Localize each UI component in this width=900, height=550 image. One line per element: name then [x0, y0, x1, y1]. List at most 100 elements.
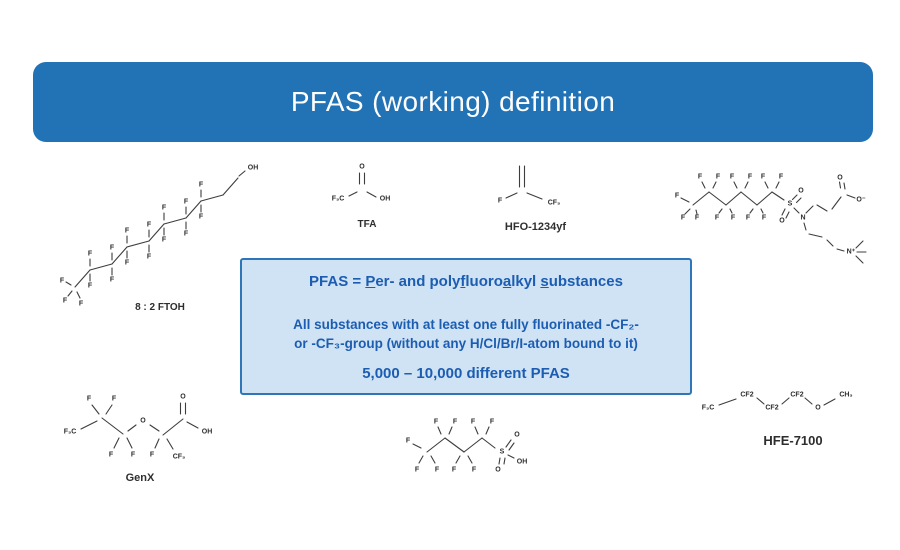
svg-text:O: O [837, 175, 843, 182]
svg-text:F: F [125, 260, 130, 267]
svg-text:OH: OH [517, 459, 528, 466]
svg-text:F: F [131, 452, 136, 459]
svg-text:O: O [779, 218, 785, 225]
svg-text:F: F [748, 174, 753, 181]
svg-text:F: F [150, 452, 155, 459]
svg-text:F: F [452, 467, 457, 474]
svg-text:N⁺: N⁺ [847, 249, 856, 256]
definition-text-segment: er- and poly [375, 273, 461, 290]
svg-text:F: F [147, 222, 152, 229]
svg-text:F: F [435, 467, 440, 474]
molecule-tfa: F₃C O OH TFA [322, 155, 412, 240]
svg-text:F: F [716, 174, 721, 181]
svg-text:S: S [500, 449, 505, 456]
svg-text:F: F [746, 215, 751, 222]
molecule-label-genx: GenX [125, 472, 155, 484]
svg-text:F: F [761, 174, 766, 181]
svg-text:F: F [681, 215, 686, 222]
svg-text:F: F [730, 174, 735, 181]
hfo-structure-drawing: F CF₃ [498, 165, 561, 207]
svg-text:F: F [472, 467, 477, 474]
svg-text:F: F [147, 254, 152, 261]
definition-box: PFAS = Per- and polyfluoroalkyl substanc… [240, 258, 692, 395]
svg-text:CF2: CF2 [790, 392, 803, 399]
svg-text:O: O [180, 394, 186, 401]
svg-text:CF₃: CF₃ [173, 454, 186, 461]
svg-text:F: F [406, 438, 411, 445]
definition-line-1: PFAS = Per- and polyfluoroalkyl substanc… [242, 273, 690, 290]
svg-text:O: O [815, 405, 821, 412]
molecule-label-hfo-1234yf: HFO-1234yf [504, 221, 567, 233]
definition-text-segment: luoro [465, 273, 503, 290]
svg-text:N: N [800, 215, 805, 222]
definition-text-segment: ubstances [548, 273, 623, 290]
svg-text:F: F [184, 231, 189, 238]
svg-text:S: S [788, 201, 793, 208]
svg-text:F: F [88, 251, 93, 258]
svg-text:O: O [359, 164, 365, 171]
definition-text-segment: a [502, 273, 512, 290]
definition-line-3: 5,000 – 10,000 different PFAS [362, 365, 570, 382]
definition-text-segment: PFAS = [309, 273, 366, 290]
svg-text:CF₃: CF₃ [548, 200, 561, 207]
svg-text:F: F [88, 283, 93, 290]
definition-text-segment: lkyl [511, 273, 541, 290]
svg-text:F: F [490, 419, 495, 426]
definition-text-segment: f [460, 273, 466, 290]
svg-text:F: F [162, 237, 167, 244]
svg-text:F: F [184, 199, 189, 206]
svg-text:F₃C: F₃C [332, 196, 345, 203]
svg-text:O: O [140, 418, 146, 425]
slide-title: PFAS (working) definition [290, 86, 616, 117]
svg-text:O: O [495, 467, 501, 474]
svg-text:F: F [695, 215, 700, 222]
svg-text:F: F [79, 301, 84, 308]
molecule-label-hfe-7100: HFE-7100 [763, 433, 823, 448]
svg-text:F: F [415, 467, 420, 474]
svg-text:F: F [675, 193, 680, 200]
svg-text:CF2: CF2 [740, 392, 753, 399]
tfa-structure-drawing: F₃C O OH [332, 164, 391, 203]
svg-text:F: F [109, 452, 114, 459]
definition-line-2b: or -CF₃-group (without any H/Cl/Br/I-ato… [294, 336, 638, 351]
svg-text:F: F [779, 174, 784, 181]
svg-text:F: F [87, 396, 92, 403]
svg-text:F₃C: F₃C [64, 429, 77, 436]
svg-text:O⁻: O⁻ [856, 197, 865, 204]
svg-text:F: F [498, 198, 503, 205]
svg-text:F: F [60, 278, 65, 285]
svg-text:F: F [199, 182, 204, 189]
svg-text:F: F [110, 277, 115, 284]
svg-text:F: F [125, 228, 130, 235]
svg-text:F: F [715, 215, 720, 222]
svg-text:F₃C: F₃C [702, 405, 715, 412]
svg-text:CF2: CF2 [765, 405, 778, 412]
svg-text:F: F [471, 419, 476, 426]
molecule-label-tfa: TFA [357, 219, 377, 230]
svg-text:CH₃: CH₃ [839, 392, 852, 399]
molecule-label-82-ftoh: 8 : 2 FTOH [135, 302, 185, 313]
svg-text:F: F [199, 214, 204, 221]
svg-text:O: O [798, 188, 804, 195]
definition-text-segment: s [540, 273, 549, 290]
svg-text:F: F [731, 215, 736, 222]
definition-line-2a: All substances with at least one fully f… [293, 317, 639, 332]
svg-text:F: F [762, 215, 767, 222]
svg-text:F: F [110, 245, 115, 252]
molecule-hfo-1234yf: F CF₃ HFO-1234yf [468, 155, 603, 247]
definition-text-segment: P [365, 273, 376, 290]
svg-text:OH: OH [202, 429, 213, 436]
svg-text:OH: OH [380, 196, 391, 203]
svg-text:F: F [698, 174, 703, 181]
